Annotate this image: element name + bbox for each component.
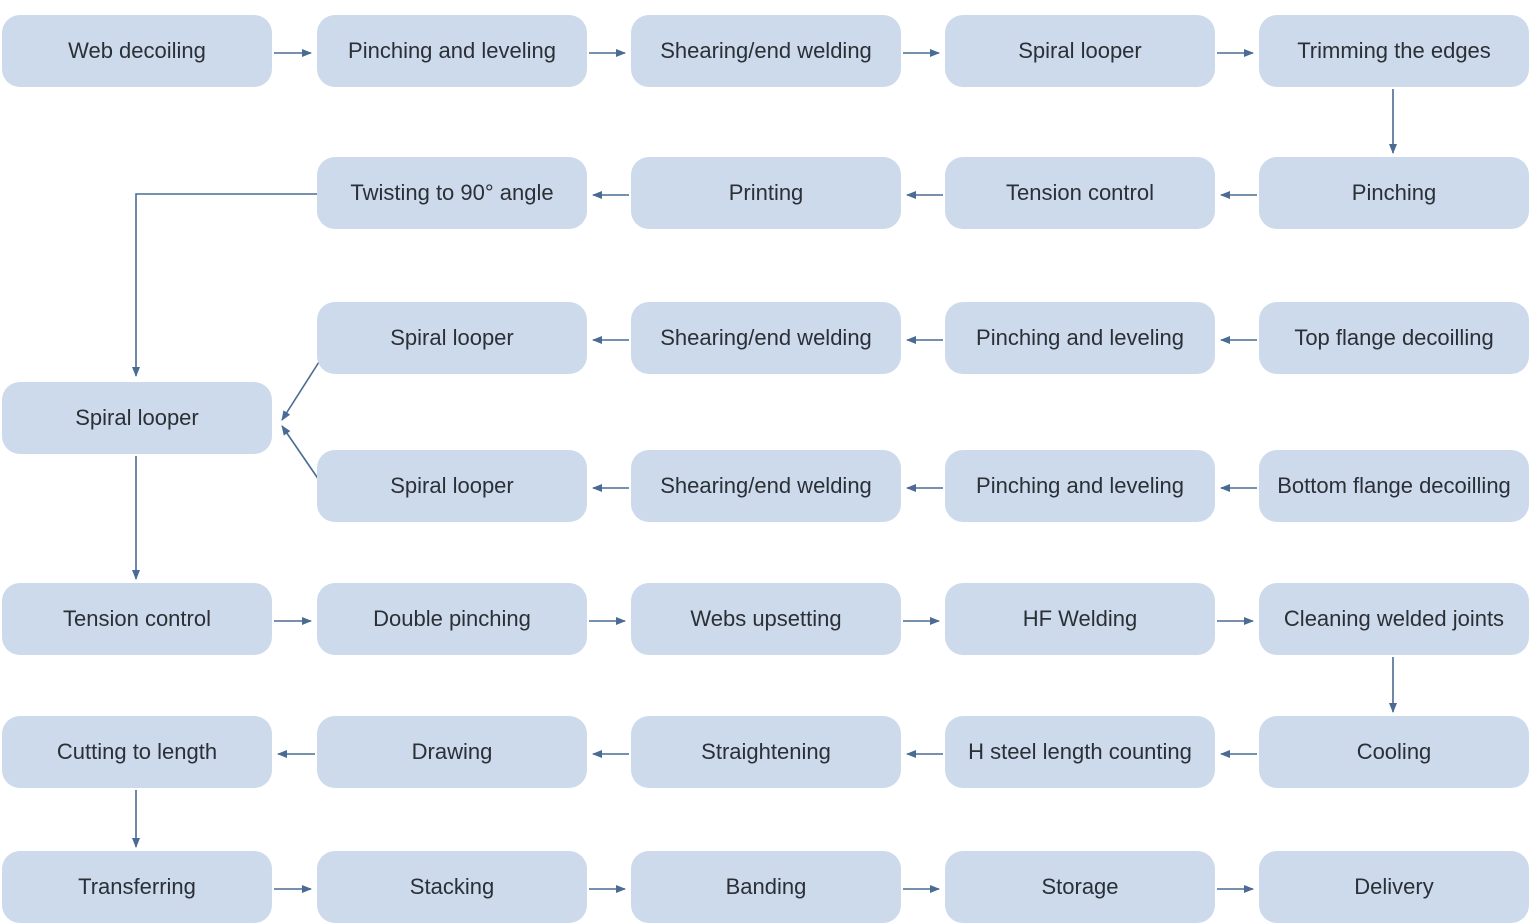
step-label: Tension control bbox=[63, 606, 211, 631]
step-label: Storage bbox=[1041, 874, 1119, 899]
process-step-transferring: Transferring bbox=[2, 851, 272, 923]
step-label: Straightening bbox=[701, 739, 831, 764]
process-step-tension-control-2: Tension control bbox=[2, 583, 272, 655]
step-label: Printing bbox=[728, 180, 804, 205]
step-label: Cleaning welded joints bbox=[1283, 606, 1505, 631]
process-step-length-counting: H steel length counting bbox=[945, 716, 1215, 788]
process-step-tension-control: Tension control bbox=[945, 157, 1215, 229]
process-step-shearing-end-welding: Shearing/end welding bbox=[631, 15, 901, 87]
step-label: Spiral looper bbox=[390, 473, 514, 498]
flow-arrow-r2c2-to-mid bbox=[132, 193, 317, 377]
step-label: HF Welding bbox=[1022, 606, 1138, 631]
process-step-delivery: Delivery bbox=[1259, 851, 1529, 923]
process-step-cleaning-welded-joints: Cleaning welded joints bbox=[1259, 583, 1529, 655]
step-label: H steel length counting bbox=[968, 739, 1192, 764]
step-label: Transferring bbox=[78, 874, 196, 899]
process-step-pinching: Pinching bbox=[1259, 157, 1529, 229]
process-step-hf-welding: HF Welding bbox=[945, 583, 1215, 655]
step-label: Cutting to length bbox=[56, 739, 218, 764]
step-label: Stacking bbox=[409, 874, 495, 899]
step-label: Web decoiling bbox=[68, 38, 206, 63]
process-step-shearing-end-welding-top: Shearing/end welding bbox=[631, 302, 901, 374]
step-label: Drawing bbox=[411, 739, 493, 764]
process-step-pinching-and-leveling-top: Pinching and leveling bbox=[945, 302, 1215, 374]
process-step-spiral-looper: Spiral looper bbox=[945, 15, 1215, 87]
step-label: Top flange decoilling bbox=[1294, 325, 1494, 350]
process-step-double-pinching: Double pinching bbox=[317, 583, 587, 655]
process-step-spiral-looper-top: Spiral looper bbox=[317, 302, 587, 374]
process-step-spiral-looper-bottom: Spiral looper bbox=[317, 450, 587, 522]
step-label: Spiral looper bbox=[1018, 38, 1142, 63]
process-step-webs-upsetting: Webs upsetting bbox=[631, 583, 901, 655]
process-step-shearing-end-welding-bottom: Shearing/end welding bbox=[631, 450, 901, 522]
step-label: Shearing/end welding bbox=[660, 325, 872, 350]
step-label: Pinching and leveling bbox=[348, 38, 556, 63]
process-step-spiral-looper-merge: Spiral looper bbox=[2, 382, 272, 454]
process-step-straightening: Straightening bbox=[631, 716, 901, 788]
process-step-pinching-and-leveling: Pinching and leveling bbox=[317, 15, 587, 87]
flow-arrow-r3c2-to-mid bbox=[281, 361, 320, 421]
step-label: Banding bbox=[725, 874, 807, 899]
step-label: Trimming the edges bbox=[1297, 38, 1491, 63]
process-step-cooling: Cooling bbox=[1259, 716, 1529, 788]
step-label: Spiral looper bbox=[390, 325, 514, 350]
step-label: Bottom flange decoilling bbox=[1277, 473, 1511, 498]
process-step-web-decoiling: Web decoiling bbox=[2, 15, 272, 87]
step-label: Shearing/end welding bbox=[660, 38, 872, 63]
step-label: Delivery bbox=[1354, 874, 1434, 899]
step-label: Pinching and leveling bbox=[976, 325, 1184, 350]
step-label: Spiral looper bbox=[75, 405, 199, 430]
process-step-drawing: Drawing bbox=[317, 716, 587, 788]
step-label: Webs upsetting bbox=[690, 606, 842, 631]
process-step-twisting-90: Twisting to 90° angle bbox=[317, 157, 587, 229]
step-label: Pinching bbox=[1351, 180, 1437, 205]
process-step-cutting-to-length: Cutting to length bbox=[2, 716, 272, 788]
process-step-bottom-flange-decoiling: Bottom flange decoilling bbox=[1259, 450, 1529, 522]
process-step-trimming-edges: Trimming the edges bbox=[1259, 15, 1529, 87]
step-label: Twisting to 90° angle bbox=[350, 180, 554, 205]
step-label: Shearing/end welding bbox=[660, 473, 872, 498]
process-step-printing: Printing bbox=[631, 157, 901, 229]
step-label: Cooling bbox=[1356, 739, 1432, 764]
process-step-banding: Banding bbox=[631, 851, 901, 923]
process-step-pinching-and-leveling-bottom: Pinching and leveling bbox=[945, 450, 1215, 522]
process-step-storage: Storage bbox=[945, 851, 1215, 923]
flow-arrow-r4c2-to-mid bbox=[281, 425, 320, 481]
process-step-stacking: Stacking bbox=[317, 851, 587, 923]
step-label: Double pinching bbox=[373, 606, 531, 631]
step-label: Tension control bbox=[1006, 180, 1154, 205]
process-step-top-flange-decoiling: Top flange decoilling bbox=[1259, 302, 1529, 374]
step-label: Pinching and leveling bbox=[976, 473, 1184, 498]
